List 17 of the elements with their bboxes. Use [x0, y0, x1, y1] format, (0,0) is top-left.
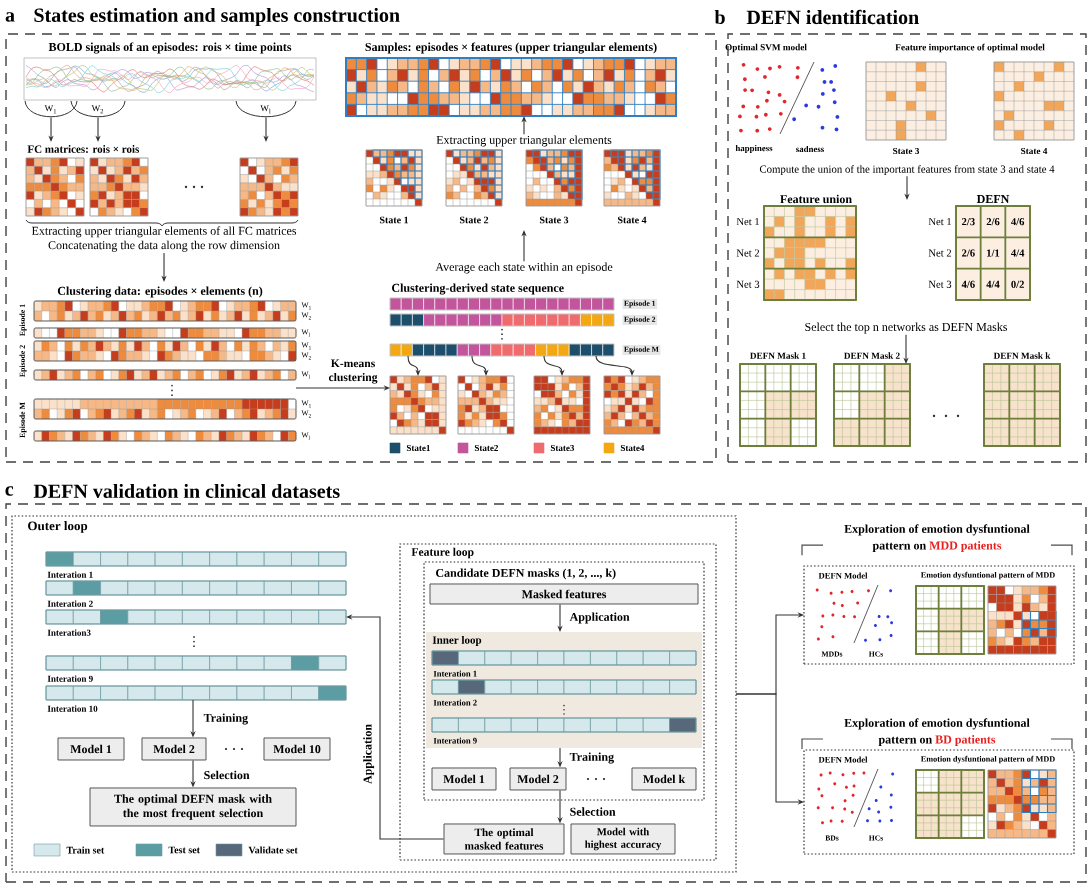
heatmap-matrix — [89, 157, 149, 217]
heatmap-matrix — [239, 157, 299, 217]
curved-arrow — [407, 355, 421, 376]
curved-arrow — [595, 355, 635, 376]
panel-title: States estimation and samples construction — [34, 7, 400, 27]
panel-letter: b — [714, 9, 725, 25]
panel-title: DEFN identification — [746, 9, 919, 25]
panel-letter: c — [5, 486, 14, 496]
curved-arrow — [543, 355, 565, 376]
panel-title: DEFN validation in clinical datasets — [33, 483, 340, 498]
heatmap-matrix — [533, 375, 591, 435]
heatmap-matrix — [25, 157, 85, 217]
curved-arrow — [471, 355, 489, 376]
heatmap-matrix — [457, 375, 515, 435]
heatmap-matrix — [603, 375, 661, 435]
panel-letter: a — [5, 12, 15, 22]
heatmap-matrix — [389, 375, 447, 435]
